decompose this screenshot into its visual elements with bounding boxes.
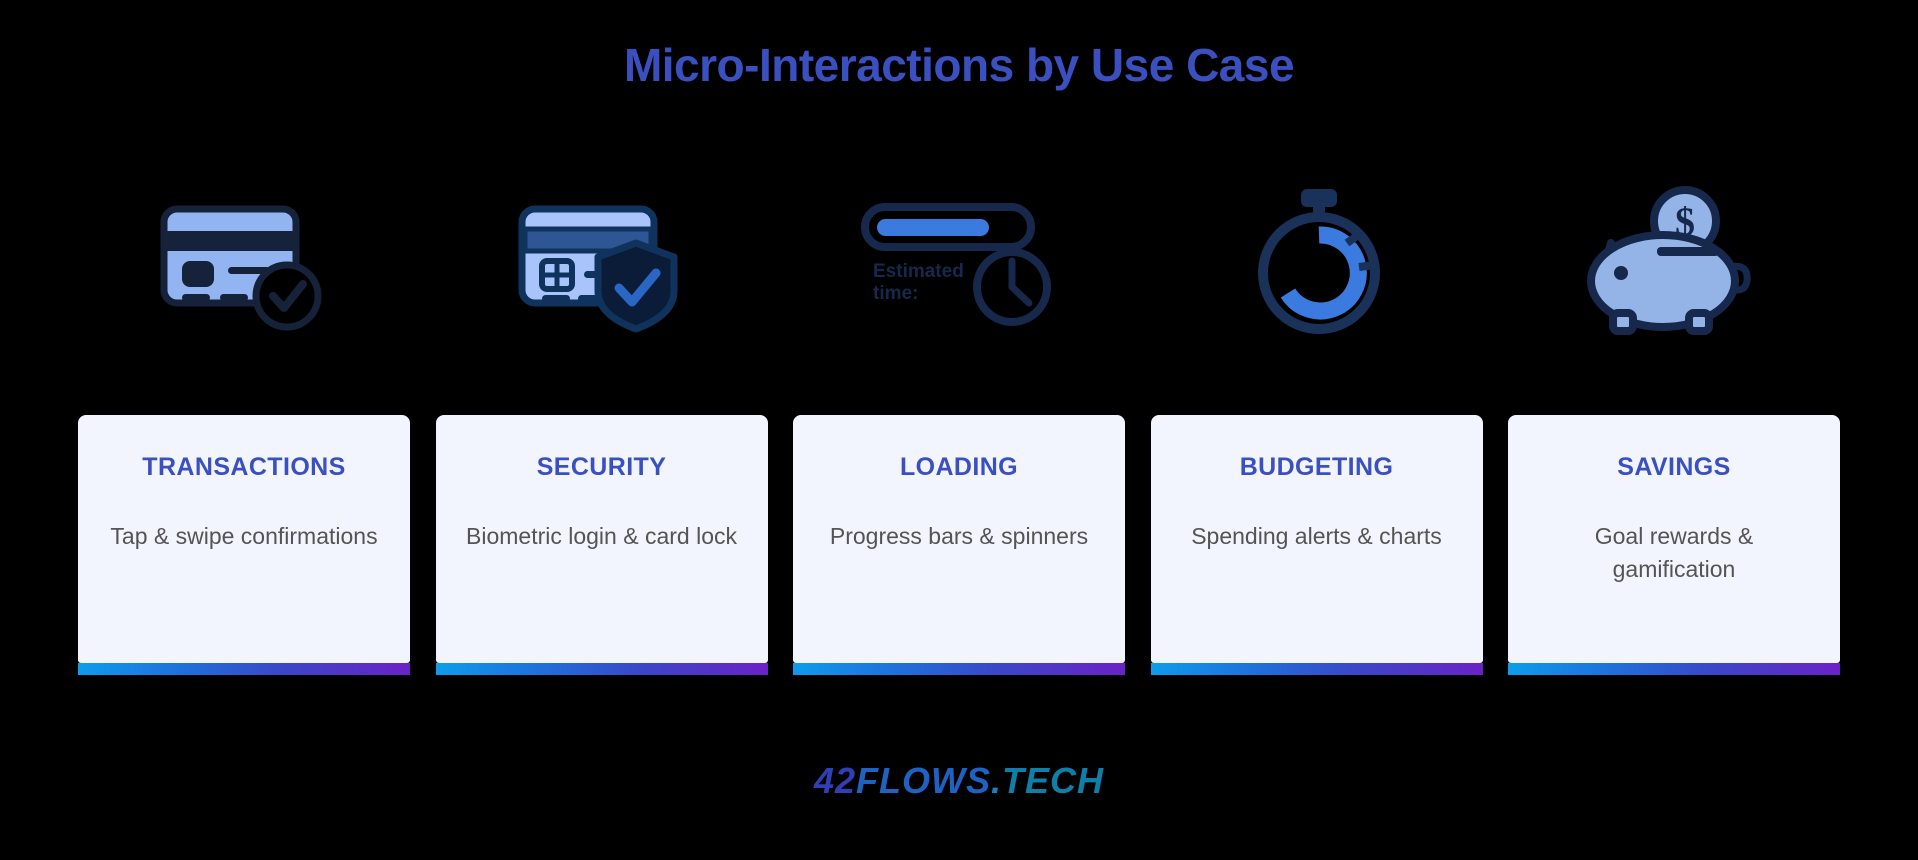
icon-slot-savings: $	[1508, 175, 1840, 335]
logo-42: 42	[813, 760, 857, 801]
card-title: BUDGETING	[1239, 453, 1394, 481]
card-description: Biometric login & card lock	[466, 523, 737, 549]
cards-row: TRANSACTIONS Tap & swipe confirmations S…	[78, 415, 1840, 675]
svg-text:time:: time:	[873, 283, 918, 304]
piggy-bank-coin-icon: $	[1587, 186, 1751, 335]
logo-tech: TECH	[1002, 760, 1105, 801]
card-security[interactable]: SECURITY Biometric login & card lock	[435, 415, 768, 675]
stopwatch-timer-icon	[1257, 189, 1380, 334]
card-accent-bar	[1508, 663, 1840, 675]
card-title: TRANSACTIONS	[142, 453, 346, 481]
card-transactions[interactable]: TRANSACTIONS Tap & swipe confirmations	[78, 415, 410, 675]
icon-slot-security	[436, 175, 768, 335]
logo-flows: FLOWS	[856, 760, 991, 801]
card-description: Spending alerts & charts	[1191, 523, 1442, 549]
card-accent-bar	[435, 663, 768, 675]
card-title: SECURITY	[536, 453, 667, 481]
card-title: LOADING	[899, 453, 1019, 481]
card-loading[interactable]: LOADING Progress bars & spinners	[793, 415, 1125, 675]
page-title: Micro-Interactions by Use Case	[623, 39, 1295, 91]
card-title: SAVINGS	[1617, 453, 1731, 481]
progress-bar-clock-icon: Estimated time:	[861, 203, 1051, 326]
icon-slot-budgeting	[1151, 175, 1483, 335]
estimated-time-label: Estimated	[873, 261, 964, 282]
brand-logo: 42FLOWS.TECH	[814, 760, 1104, 802]
icons-row: Estimated time: $	[78, 175, 1840, 335]
credit-card-check-icon	[160, 205, 322, 331]
logo-dot: .	[991, 760, 1003, 801]
card-shield-check-icon	[518, 205, 677, 333]
card-accent-bar	[78, 663, 410, 675]
svg-text:$: $	[1675, 199, 1695, 244]
card-accent-bar	[1150, 663, 1483, 675]
card-description: Tap & swipe confirmations	[110, 523, 378, 549]
card-description: Progress bars & spinners	[829, 523, 1089, 549]
icon-slot-transactions	[78, 175, 410, 335]
footer-logo: 42FLOWS.TECH	[0, 760, 1918, 802]
card-budgeting[interactable]: BUDGETING Spending alerts & charts	[1150, 415, 1483, 675]
icon-slot-loading: Estimated time:	[793, 175, 1125, 335]
card-savings[interactable]: SAVINGS Goal rewards & gamification	[1508, 415, 1840, 675]
card-accent-bar	[793, 663, 1125, 675]
card-description: Goal rewards & gamification	[1594, 523, 1754, 583]
